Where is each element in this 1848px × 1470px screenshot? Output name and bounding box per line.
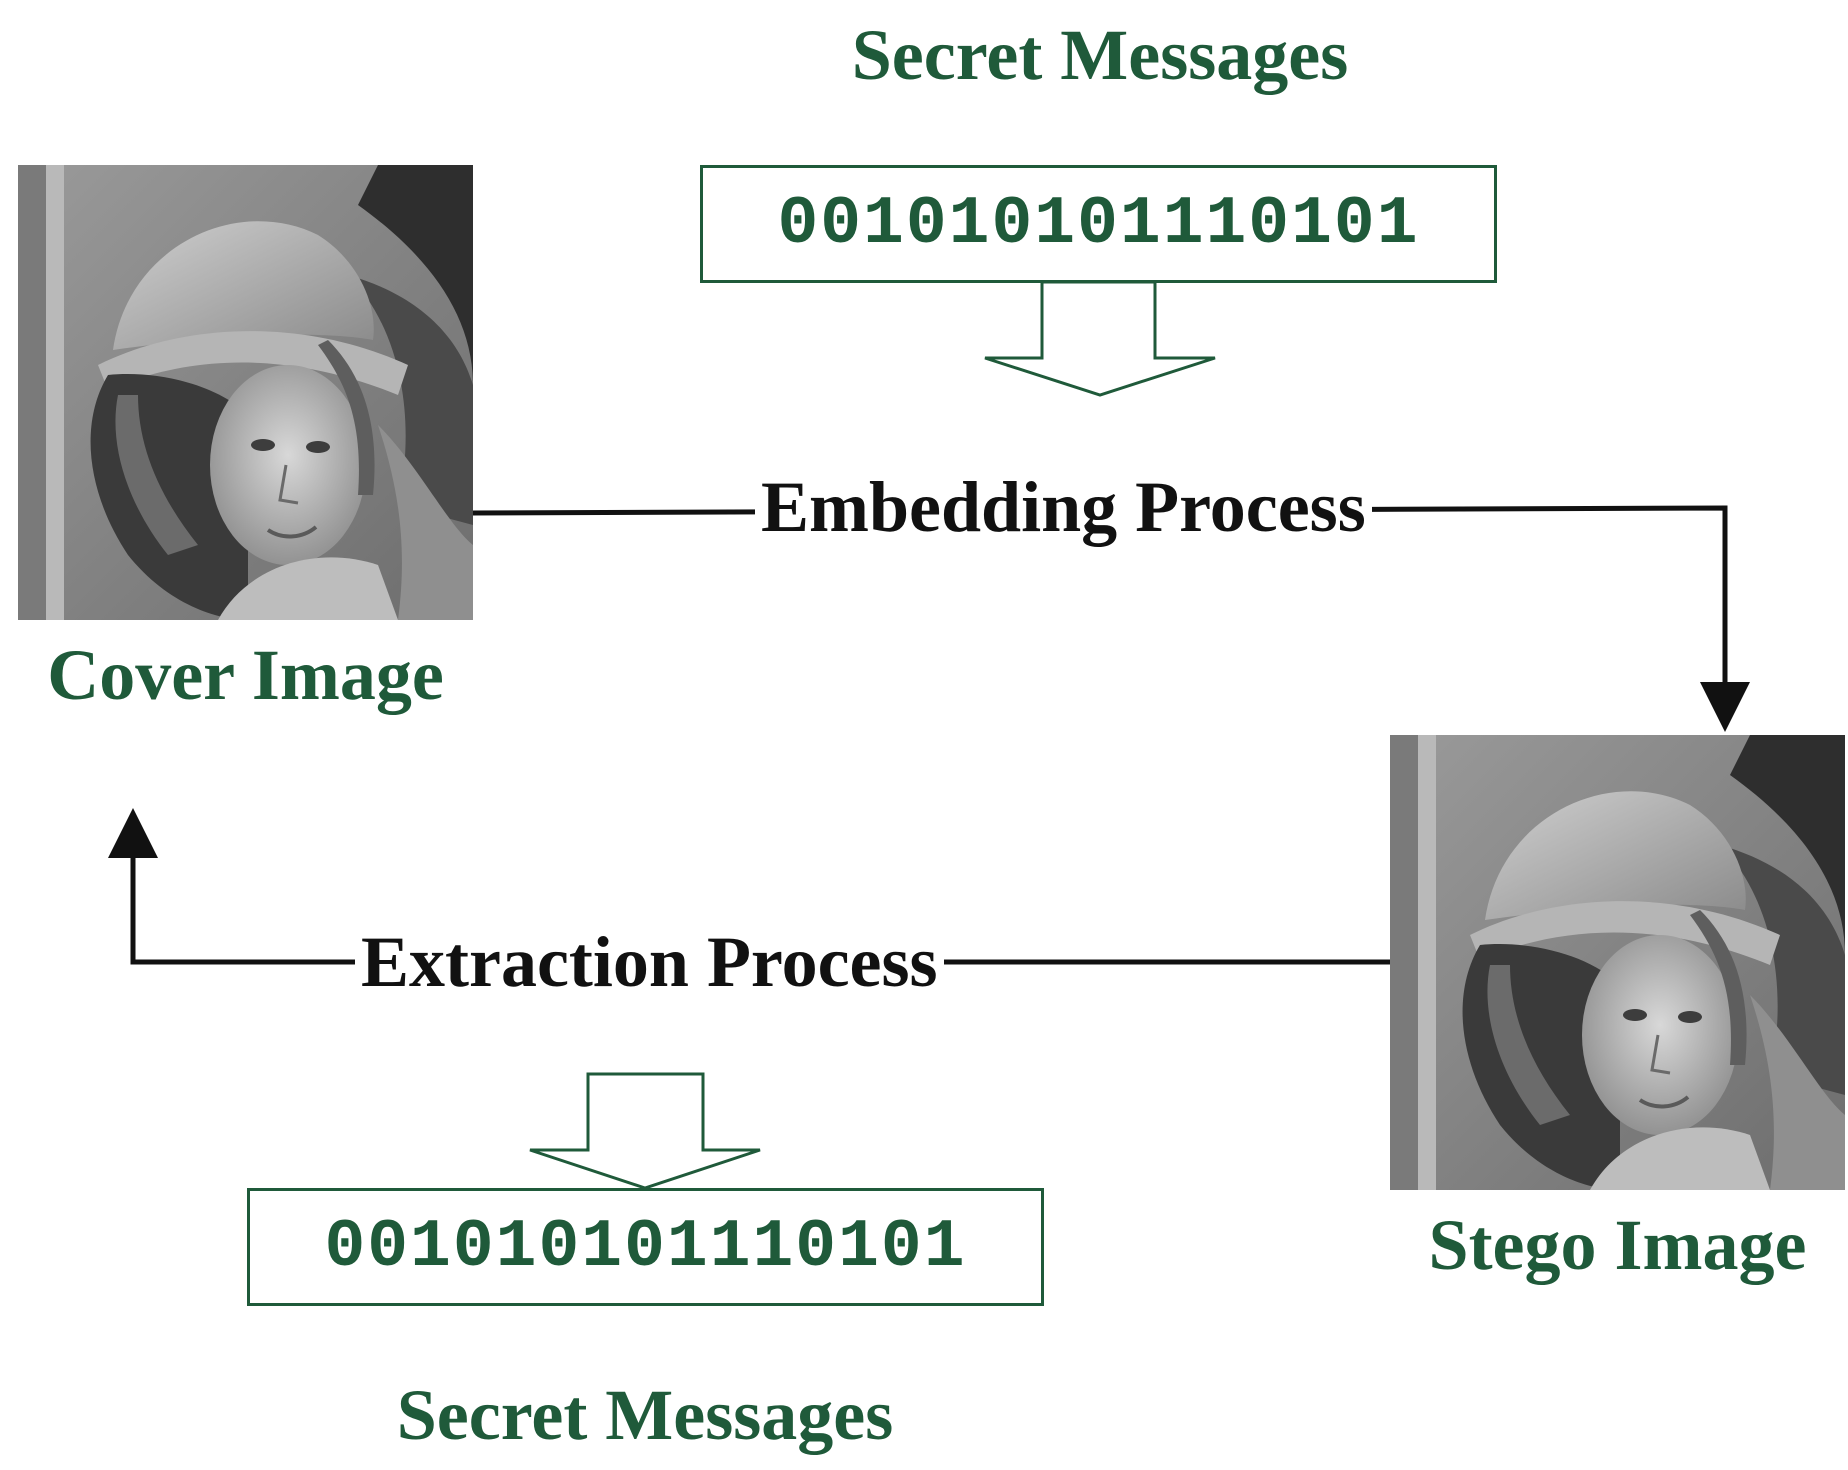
top-secret-messages-title: Secret Messages (851, 15, 1349, 95)
embedding-arrowhead (1700, 682, 1750, 732)
stego-image-caption: Stego Image (1428, 1205, 1807, 1285)
stego-image (1390, 735, 1845, 1190)
bottom-message-box: 001010101110101 (247, 1188, 1044, 1306)
portrait-photo-icon (1390, 735, 1845, 1190)
top-message-box: 001010101110101 (700, 165, 1497, 283)
cover-image (18, 165, 473, 620)
top-message-bits: 001010101110101 (777, 185, 1420, 263)
bottom-secret-messages-title: Secret Messages (396, 1375, 894, 1455)
embed-hollow-arrow (984, 280, 1216, 397)
portrait-photo-icon (18, 165, 473, 620)
extraction-arrowhead (108, 808, 158, 858)
cover-image-caption: Cover Image (47, 635, 444, 715)
extraction-process-label: Extraction Process (355, 917, 944, 1007)
extraction-line (130, 850, 1390, 965)
embedding-process-label: Embedding Process (755, 462, 1372, 552)
bottom-message-bits: 001010101110101 (324, 1208, 967, 1286)
extract-hollow-arrow (529, 1072, 761, 1190)
